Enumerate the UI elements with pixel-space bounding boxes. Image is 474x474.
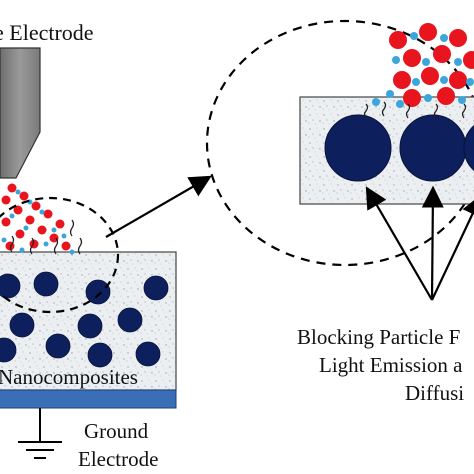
polymer-chain	[381, 101, 387, 117]
ground-electrode-label: Electrode	[78, 447, 158, 471]
nanocomposites-label: Nanocomposites	[0, 365, 138, 389]
space-charge	[437, 87, 455, 105]
ion	[9, 213, 15, 219]
ion	[1, 237, 7, 243]
polymer-chain	[363, 103, 369, 119]
space-charge	[463, 51, 474, 69]
electrode-label: e Electrode	[0, 20, 94, 45]
ion	[440, 34, 448, 42]
zoom-arrow	[105, 175, 212, 238]
nanoparticle-large	[399, 114, 467, 182]
left-charge-cloud	[1, 183, 83, 255]
space-charge	[403, 49, 421, 67]
space-charge	[43, 209, 53, 219]
nanoparticle	[143, 275, 169, 301]
space-charge	[37, 225, 47, 235]
space-charge	[393, 71, 411, 89]
nanoparticle	[45, 333, 71, 359]
ion	[454, 58, 462, 66]
ion	[466, 78, 474, 86]
ion	[386, 90, 394, 98]
ground-label: Ground	[84, 419, 149, 443]
space-charge	[15, 229, 25, 239]
space-charge	[25, 215, 35, 225]
polymer-chain	[461, 103, 467, 119]
nanoparticle	[117, 307, 143, 333]
space-charge	[13, 205, 23, 215]
caption-arrow	[421, 185, 444, 301]
ion	[19, 247, 25, 253]
ion	[39, 209, 45, 215]
polymer-chain	[405, 103, 411, 119]
space-charge	[1, 195, 11, 205]
polymer-chain	[53, 237, 59, 255]
caption-arrow	[365, 186, 433, 301]
ground-symbol	[18, 408, 62, 459]
ion	[15, 189, 21, 195]
ion	[424, 94, 432, 102]
space-charge	[31, 201, 41, 211]
zoomed-nanoparticles	[324, 114, 474, 182]
ion	[23, 225, 29, 231]
ion	[43, 241, 49, 247]
ground-electrode-plate	[0, 389, 177, 409]
nanoparticle	[87, 342, 113, 368]
polymer-chain	[29, 237, 35, 255]
caption-line-2: Light Emission a	[319, 353, 463, 377]
caption-arrow	[431, 194, 474, 301]
nanoparticle	[33, 271, 59, 297]
ion	[51, 227, 57, 233]
zoomed-charge-cloud	[363, 23, 474, 119]
ion	[392, 56, 400, 64]
space-charge	[49, 233, 59, 243]
caption-line-1: Blocking Particle F	[297, 325, 460, 349]
zoom-region-ellipse	[0, 196, 120, 314]
ion	[372, 98, 380, 106]
polymer-chain	[9, 235, 15, 253]
ion	[412, 78, 420, 86]
ion	[61, 233, 67, 239]
space-charge	[55, 219, 65, 229]
caption-line-3: Diffusi	[405, 381, 464, 405]
nanoparticle	[77, 313, 103, 339]
zoom-ellipse	[205, 19, 474, 267]
space-charge	[7, 183, 17, 193]
space-charge	[389, 31, 407, 49]
space-charge	[419, 23, 437, 41]
polymer-chain	[69, 219, 75, 237]
caption-arrows	[365, 185, 474, 301]
space-charge	[61, 241, 71, 251]
nanoparticle-large	[324, 114, 392, 182]
polymer-chain	[77, 237, 83, 255]
polymer-chain	[433, 103, 439, 119]
space-charge	[433, 45, 451, 63]
left-nanoparticles	[0, 271, 169, 368]
nanoparticle	[0, 273, 21, 299]
nanoparticle	[9, 312, 35, 338]
space-charge	[19, 191, 29, 201]
ion	[396, 100, 404, 108]
nanoparticle	[0, 337, 17, 363]
nanoparticle	[135, 341, 161, 367]
space-charge	[403, 89, 421, 107]
space-charge	[1, 217, 11, 227]
ion	[440, 76, 448, 84]
ion	[458, 96, 466, 104]
nanoparticle-large	[463, 124, 474, 172]
space-charge	[449, 71, 467, 89]
ion	[422, 58, 430, 66]
needle-electrode	[0, 47, 41, 179]
nanoparticle	[85, 279, 111, 305]
space-charge	[449, 29, 467, 47]
ion	[410, 32, 418, 40]
space-charge	[421, 67, 439, 85]
ion	[69, 249, 75, 255]
